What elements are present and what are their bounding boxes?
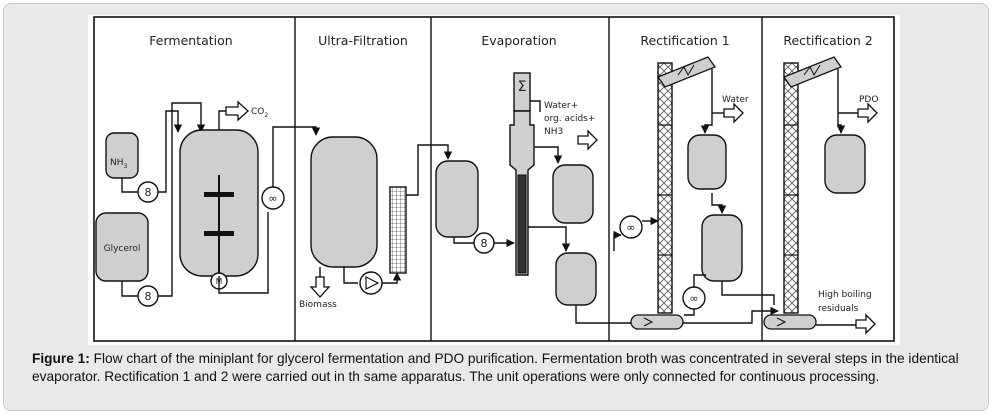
rect1-distillate-line (700, 69, 713, 134)
nh3-tank (105, 132, 139, 179)
figure-caption: Figure 1: Flow chart of the miniplant fo… (32, 350, 967, 386)
svg-text:8: 8 (145, 290, 152, 303)
caption-label: Figure 1: (32, 351, 90, 366)
rect2-distillate-line (836, 69, 846, 134)
biomass-label: Biomass (299, 300, 337, 310)
uf-pump-icon (359, 271, 383, 295)
water-outlet-arrow (723, 102, 744, 124)
co2-line (218, 110, 226, 130)
glycerol-feed-line (158, 102, 206, 297)
svg-text:∞: ∞ (268, 192, 277, 205)
permeate-line (406, 144, 453, 196)
uf-circulation-line (343, 267, 358, 284)
glycerol-pump-icon: 8 (137, 285, 159, 307)
evaporator-heated-tube (517, 174, 527, 274)
residuals-label-line2: residuals (818, 304, 859, 314)
nh3-label: NH3 (110, 158, 128, 170)
section-title-rectification-2: Rectification 2 (783, 33, 872, 48)
process-flow-diagram: Fermentation Ultra-Filtration Evaporatio… (88, 15, 900, 345)
svg-text:8: 8 (145, 186, 152, 199)
vapour-condensate-line (534, 146, 563, 164)
pdo-product-tank (824, 134, 866, 194)
pdo-label: PDO (859, 95, 878, 105)
biomass-outlet-arrow (309, 276, 331, 298)
svg-text:∞: ∞ (626, 221, 635, 234)
residuals-outlet-arrow (855, 313, 876, 335)
vapour-label-line2: org. acids+ (544, 114, 595, 124)
condensate-tank (552, 164, 594, 224)
concentrate-line (528, 226, 571, 252)
glycerol-line (121, 281, 138, 297)
co2-label: CO2 (251, 107, 268, 119)
residuals-label-line1: High boiling (818, 290, 872, 300)
nh3-feed-line (158, 110, 183, 193)
co2-outlet-arrow (225, 100, 249, 122)
svg-text:8: 8 (481, 237, 488, 250)
diagram-border (93, 16, 895, 342)
rect1-bottoms-line (721, 281, 775, 305)
uf-recycle-line (382, 272, 402, 284)
broth-line (218, 212, 269, 294)
section-title-rectification-1: Rectification 1 (640, 33, 729, 48)
nh3-pump-icon: 8 (137, 181, 159, 203)
uf-feed-vessel (310, 136, 378, 268)
uf-membrane-module (389, 186, 407, 274)
glycerol-label: Glycerol (104, 244, 141, 254)
section-title-fermentation: Fermentation (149, 33, 232, 48)
evaporator-feed-line (453, 237, 474, 244)
rect2-column (783, 62, 799, 314)
rect1-intermediate-tank (701, 214, 743, 282)
nh3-line (121, 178, 138, 193)
stirrer-blade (204, 192, 234, 197)
section-title-evaporation: Evaporation (481, 33, 556, 48)
pdo-outlet-arrow (857, 102, 878, 124)
vapour-label-line3: NH3 (544, 127, 563, 137)
condenser-coil-icon: Σ (518, 79, 527, 95)
evap-to-pump-line (613, 230, 622, 251)
rect1-distillate-tank (687, 134, 727, 190)
rect1-condenser-icon (656, 56, 717, 88)
rect1-column (657, 62, 673, 314)
svg-text:∞: ∞ (689, 292, 698, 305)
to-ultrafiltration-line (272, 126, 321, 187)
section-title-ultrafiltration: Ultra-Filtration (318, 33, 408, 48)
vapour-outlet-arrow (577, 129, 598, 151)
vapour-line (530, 100, 541, 112)
rect2-reboiler-icon (763, 314, 817, 330)
rect1-bottoms-pump-icon: ∞ (682, 286, 706, 310)
evaporator-feed-tank (435, 160, 479, 238)
caption-text: Flow chart of the miniplant for glycerol… (32, 351, 959, 384)
transfer-pump-icon: ∞ (261, 186, 285, 210)
rect1-pump-icon: ∞ (619, 215, 643, 239)
water-label: Water (722, 95, 749, 105)
rect2-condenser-icon (782, 56, 843, 88)
rect1-to-rect2-line (683, 306, 779, 324)
concentrate-tank (555, 252, 597, 306)
rect1-pump-line (684, 274, 706, 316)
evaporator-pump-icon: 8 (473, 232, 495, 254)
stirrer-blade (204, 231, 234, 236)
vapour-label-line1: Water+ (544, 101, 578, 111)
rect1-intermediate-line (711, 193, 727, 214)
rect1-reboiler-icon (630, 314, 684, 330)
